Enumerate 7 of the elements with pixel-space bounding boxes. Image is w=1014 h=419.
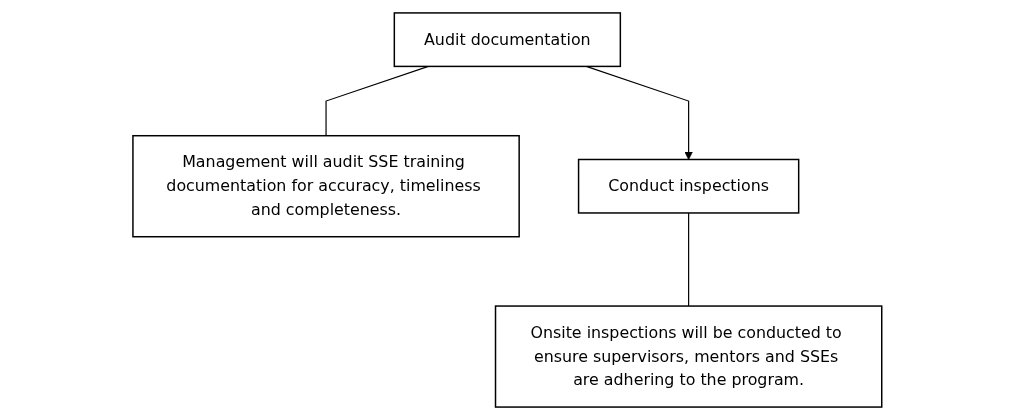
arrow <box>585 65 693 160</box>
connector <box>325 65 429 136</box>
connector <box>687 211 689 307</box>
node-box: Onsite inspections will be conducted to ensure supervisors, mentors and SSEs are adhering to the program. <box>494 304 883 408</box>
node-box: Audit documentation <box>393 11 621 67</box>
node-box: Conduct inspections <box>577 158 800 214</box>
node-box: Management will audit SSE training documentation for accuracy, timeliness and completeness. <box>131 134 520 237</box>
